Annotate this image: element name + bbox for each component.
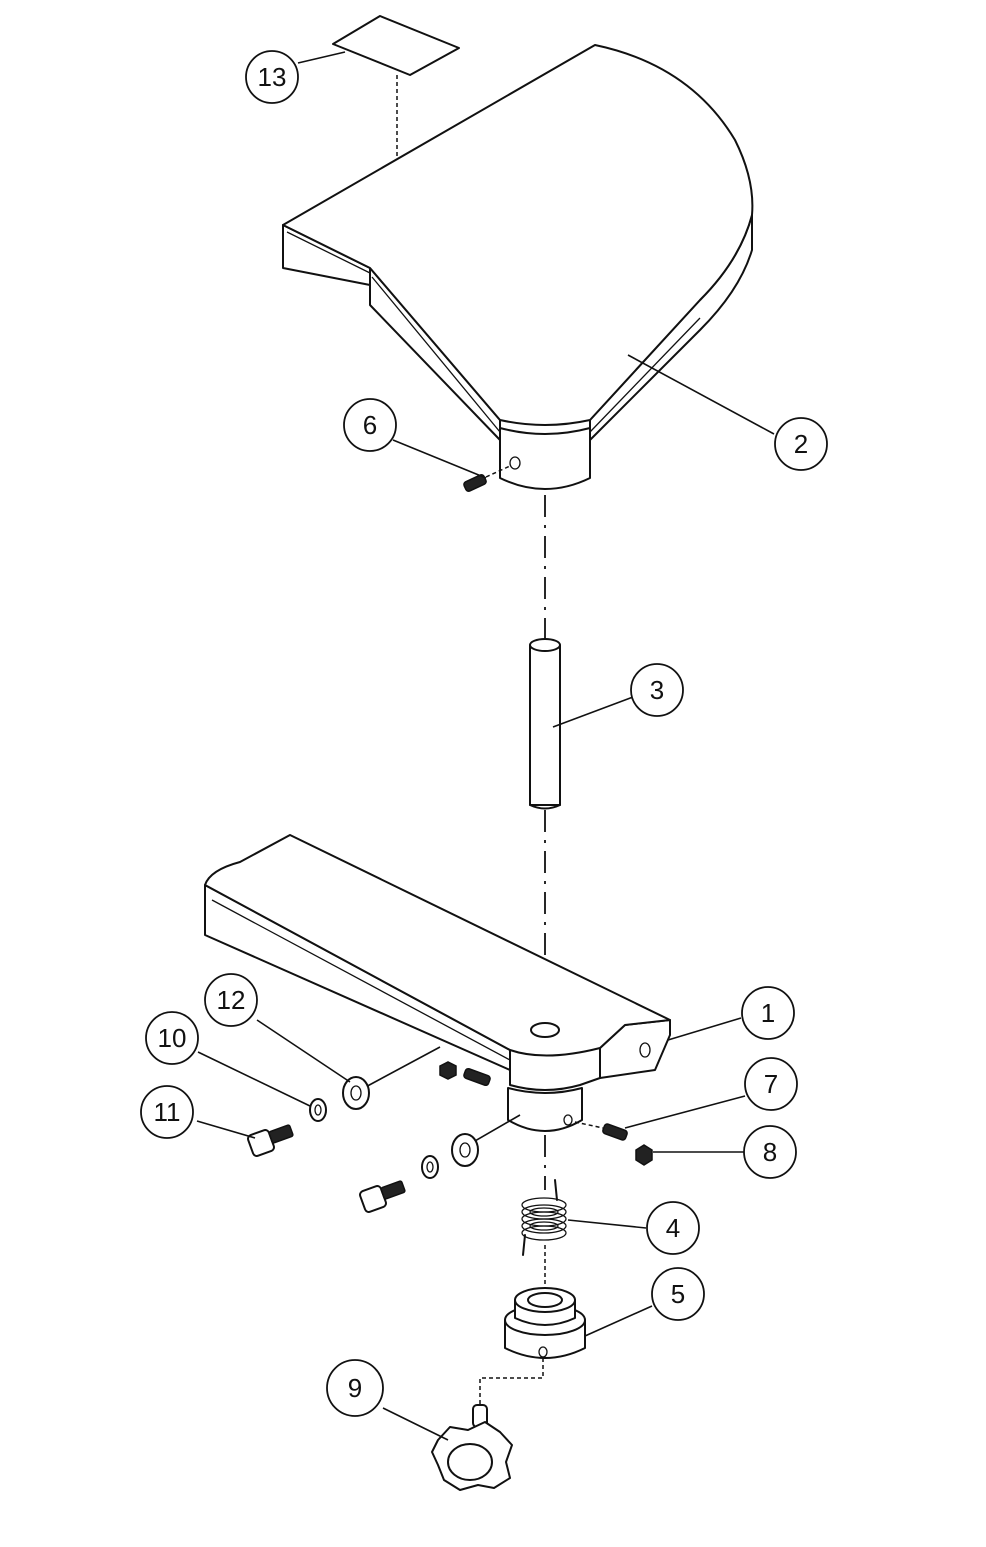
callout-7: 7 [744, 1057, 798, 1111]
callout-11: 11 [140, 1085, 194, 1139]
pivot-shaft-part [529, 638, 561, 810]
table-part [282, 44, 754, 490]
callout-number: 12 [217, 985, 246, 1015]
screw-assembly-upper [247, 1046, 441, 1157]
callout-number: 1 [761, 998, 775, 1028]
callout-number: 7 [764, 1069, 778, 1099]
screw-assembly-lower [359, 1114, 521, 1213]
torsion-spring-part [521, 1179, 567, 1256]
callout-3: 3 [630, 663, 684, 717]
set-screw-7 [574, 1121, 628, 1141]
callout-number: 8 [763, 1137, 777, 1167]
callout-4: 4 [646, 1201, 700, 1255]
callout-1: 1 [741, 986, 795, 1040]
callout-number: 4 [666, 1213, 680, 1243]
callout-8: 8 [743, 1125, 797, 1179]
hex-nut-left [439, 1061, 491, 1087]
callout-12: 12 [204, 973, 258, 1027]
callout-number: 10 [158, 1023, 187, 1053]
leader-lines [196, 51, 775, 1441]
callout-number: 13 [258, 62, 287, 92]
callout-6: 6 [343, 398, 397, 452]
callout-9: 9 [326, 1359, 384, 1417]
callout-13: 13 [245, 50, 299, 104]
callout-2: 2 [774, 417, 828, 471]
callout-number: 3 [650, 675, 664, 705]
callout-number: 6 [363, 410, 377, 440]
callout-number: 2 [794, 429, 808, 459]
callout-number: 11 [154, 1097, 181, 1127]
callout-number: 5 [671, 1279, 685, 1309]
callout-5: 5 [651, 1267, 705, 1321]
hex-nut-8 [635, 1144, 653, 1166]
spring-collar-part [504, 1287, 586, 1359]
callout-number: 9 [348, 1373, 362, 1403]
star-knob-part [431, 1404, 513, 1491]
support-base-part [204, 834, 671, 1132]
callout-10: 10 [145, 1011, 199, 1065]
